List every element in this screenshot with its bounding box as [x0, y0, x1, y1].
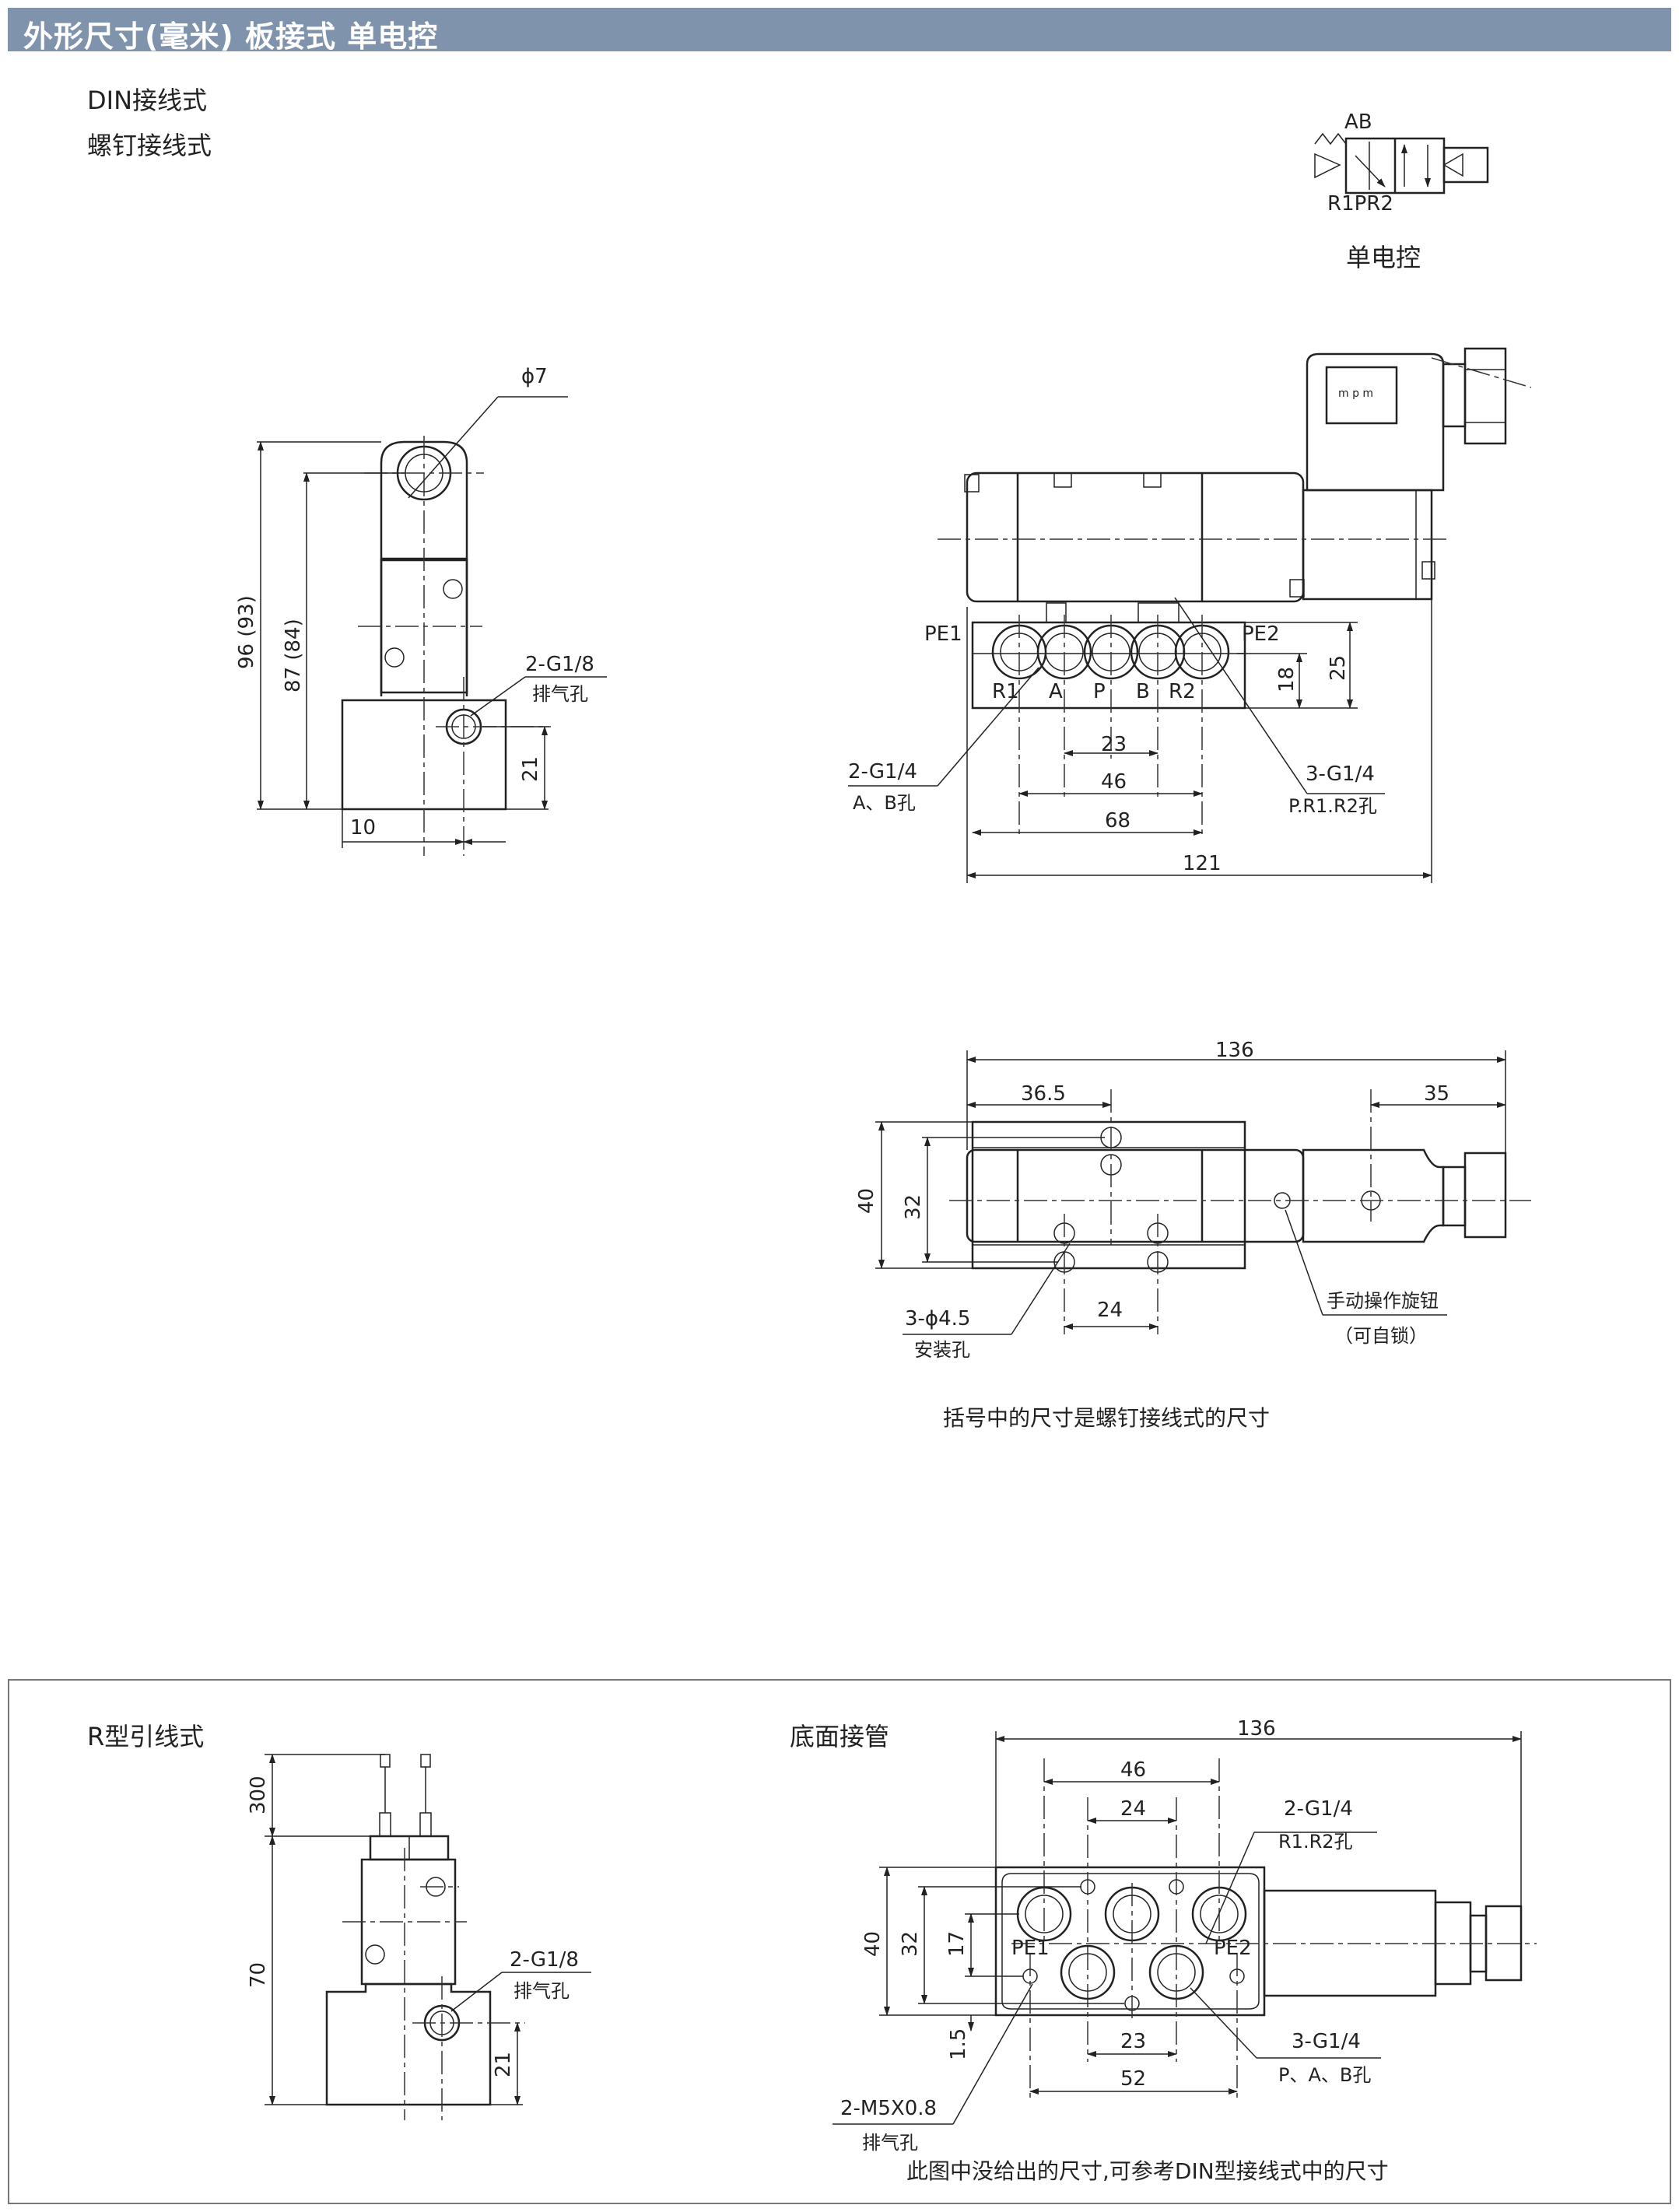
base-dim-23: 23	[1120, 2030, 1146, 2053]
manual-knob-note: （可自锁）	[1334, 1325, 1428, 1347]
r-exhaust-label: 排气孔	[514, 1980, 570, 2002]
pr-spec-label: 3-G1/4	[1306, 762, 1375, 786]
base-dim-17: 17	[945, 1931, 969, 1957]
dim-35: 35	[1424, 1082, 1449, 1106]
dim-phi-7: ϕ7	[521, 365, 548, 388]
port-a-label: A	[1049, 680, 1063, 703]
coil-mark: m p m	[1338, 387, 1373, 400]
symbol-ports-top: AB	[1344, 110, 1372, 134]
mount-hole-label: 安装孔	[914, 1339, 970, 1361]
base-title: 底面接管	[790, 1722, 889, 1751]
base-dim-24: 24	[1120, 1797, 1146, 1821]
m5-spec: 2-M5X0.8	[840, 2097, 937, 2120]
port-p-label: P	[1093, 680, 1106, 703]
r-type-panel	[8, 1679, 1671, 2204]
symbol-ports-bottom: R1PR2	[1327, 192, 1393, 216]
front-view: m p m	[848, 347, 1532, 883]
manual-knob-label: 手动操作旋钮	[1327, 1290, 1439, 1312]
ab-hole-label: A、B孔	[853, 792, 916, 814]
side-view: ϕ7 2-G1/8 排气孔 96 (93) 87 (84) 21 10	[235, 365, 607, 856]
top-note: 括号中的尺寸是螺钉接线式的尺寸	[943, 1405, 1270, 1431]
mount-hole-spec: 3-ϕ4.5	[905, 1307, 970, 1330]
base-pe1-label: PE1	[1011, 1937, 1050, 1960]
dim-121: 121	[1183, 852, 1222, 875]
dim-21: 21	[519, 756, 542, 782]
exhaust-spec-label: 2-G1/8	[525, 653, 594, 676]
pr-hole-label: P.R1.R2孔	[1288, 795, 1377, 817]
pab-port-label: P、A、B孔	[1278, 2064, 1371, 2086]
base-dim-32: 32	[899, 1931, 922, 1957]
base-dim-46: 46	[1120, 1758, 1146, 1782]
front-pe1-label: PE1	[924, 622, 962, 646]
exhaust-hole-label: 排气孔	[532, 683, 588, 705]
r-type-view: R型引线式 300 70 21	[87, 1722, 591, 2120]
m5-label: 排气孔	[862, 2132, 918, 2154]
dim-height-87: 87 (84)	[282, 619, 305, 692]
dim-36-5: 36.5	[1021, 1082, 1066, 1106]
dim-68: 68	[1105, 809, 1130, 833]
dim-32: 32	[902, 1194, 925, 1220]
r-exhaust-spec: 2-G1/8	[510, 1948, 579, 1972]
dim-height-96: 96 (93)	[235, 595, 258, 669]
front-pe2-label: PE2	[1242, 622, 1280, 646]
bottom-note: 此图中没给出的尺寸,可参考DIN型接线式中的尺寸	[906, 2158, 1389, 2184]
dim-46: 46	[1101, 770, 1127, 794]
dim-18: 18	[1275, 667, 1299, 692]
dim-23: 23	[1101, 733, 1127, 756]
r-type-title: R型引线式	[87, 1722, 204, 1751]
r-dim-70: 70	[247, 1962, 270, 1988]
pab-port-spec: 3-G1/4	[1292, 2030, 1361, 2053]
port-r1-label: R1	[992, 680, 1019, 703]
r-port-label: R1.R2孔	[1278, 1831, 1353, 1853]
valve-symbol: AB R1PR2 单电控	[1314, 110, 1489, 272]
section-title: 外形尺寸(毫米) 板接式 单电控	[23, 19, 439, 54]
dim-136: 136	[1215, 1039, 1254, 1062]
dim-10: 10	[350, 816, 376, 840]
base-dim-40: 40	[861, 1931, 885, 1957]
ab-spec-label: 2-G1/4	[848, 760, 917, 783]
base-dim-52: 52	[1120, 2067, 1146, 2091]
base-pe2-label: PE2	[1214, 1937, 1252, 1960]
port-r2-label: R2	[1169, 680, 1196, 703]
top-view: 136 36.5 35 40 32 24 3-ϕ4.5 安装孔 手动操作旋钮 （…	[855, 1039, 1531, 1431]
r-dim-21: 21	[492, 2052, 515, 2077]
base-dim-1-5: 1.5	[947, 2028, 970, 2060]
wiring-din-label: DIN接线式	[87, 86, 208, 115]
symbol-caption: 单电控	[1346, 243, 1421, 272]
r-dim-300: 300	[247, 1776, 270, 1814]
base-view: 底面接管	[790, 1717, 1537, 2184]
dim-40: 40	[855, 1188, 878, 1214]
port-b-label: B	[1136, 680, 1150, 703]
dim-25: 25	[1327, 655, 1350, 681]
wiring-screw-label: 螺钉接线式	[87, 131, 212, 160]
dim-24: 24	[1097, 1299, 1123, 1322]
r-port-spec: 2-G1/4	[1284, 1797, 1353, 1821]
section-header: 外形尺寸(毫米) 板接式 单电控	[8, 8, 1671, 54]
base-dim-136: 136	[1237, 1717, 1276, 1741]
